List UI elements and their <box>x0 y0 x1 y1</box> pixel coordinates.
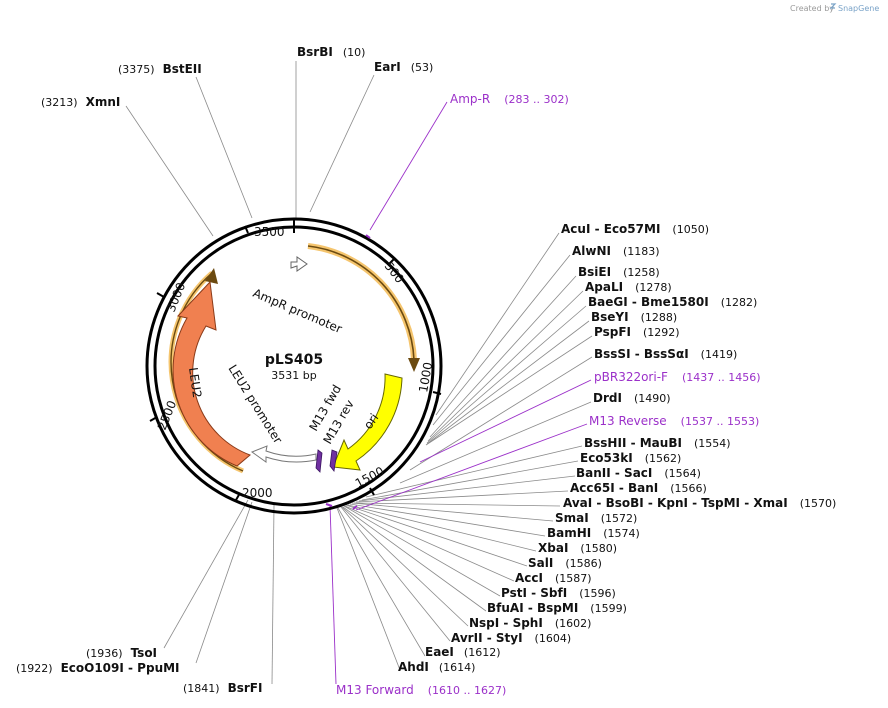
site-label-psti[interactable]: PstI - SbfI(1596) <box>501 586 616 600</box>
site-label-bsteii[interactable]: (3375)BstEII <box>118 62 202 76</box>
site-label-avai[interactable]: AvaI - BsoBI - KpnI - TspMI - XmaI(1570) <box>563 496 836 510</box>
site-label-xbai[interactable]: XbaI(1580) <box>538 541 617 555</box>
tick-label-3500: 3500 <box>254 225 285 239</box>
site-label-eco53ki[interactable]: Eco53kI(1562) <box>580 451 681 465</box>
m13-rev-marker <box>329 449 338 472</box>
site-label-bsssi[interactable]: BssSI - BssSαI(1419) <box>594 347 737 361</box>
site-label-tsoi[interactable]: (1936)TsoI <box>86 646 157 660</box>
plasmid-name: pLS405 <box>265 352 323 368</box>
feature-leader-lines <box>329 101 592 685</box>
tick-label-2000: 2000 <box>242 486 273 500</box>
feature-label-m13-forward[interactable]: M13 Forward(1610 .. 1627) <box>336 683 506 697</box>
site-label-bsrfi[interactable]: (1841)BsrFI <box>183 681 262 695</box>
site-label-bamhi[interactable]: BamHI(1574) <box>547 526 640 540</box>
snapgene-logo-icon <box>829 3 837 9</box>
site-label-eaei[interactable]: EaeI(1612) <box>425 645 500 659</box>
ampr-promoter-label: AmpR promoter <box>251 286 344 336</box>
feature-label-amp-r[interactable]: Amp-R(283 .. 302) <box>450 92 569 106</box>
site-label-acci[interactable]: AccI(1587) <box>515 571 592 585</box>
ampr-arc <box>307 243 420 372</box>
site-label-acc65i[interactable]: Acc65I - BanI(1566) <box>570 481 707 495</box>
m13-fwd-marker <box>315 449 323 473</box>
site-label-bseyi[interactable]: BseYI(1288) <box>591 310 677 324</box>
credit-prefix: Created by <box>790 4 834 13</box>
backbone-markers <box>325 234 371 510</box>
leu2-feature <box>172 280 251 467</box>
leu2-label: LEU2 <box>186 366 204 398</box>
site-label-bfuai[interactable]: BfuAI - BspMI(1599) <box>487 601 627 615</box>
site-label-ecoo109i[interactable]: (1922)EcoO109I - PpuMI <box>16 661 180 675</box>
site-label-bsrbi[interactable]: BsrBI(10) <box>297 45 365 59</box>
leader-lines <box>125 61 593 685</box>
site-label-banii[interactable]: BanII - SacI(1564) <box>576 466 701 480</box>
site-label-bsiei[interactable]: BsiEI(1258) <box>578 265 660 279</box>
tick-label-2500: 2500 <box>155 399 179 433</box>
ampr-promoter-arrow <box>290 256 308 272</box>
site-label-eari[interactable]: EarI(53) <box>374 60 433 74</box>
feature-label-m13-reverse[interactable]: M13 Reverse(1537 .. 1553) <box>589 414 759 428</box>
backbone-ticks <box>149 219 442 501</box>
site-label-ahdi[interactable]: AhdI(1614) <box>398 660 475 674</box>
plasmid-length: 3531 bp <box>271 369 316 382</box>
site-label-pspfi[interactable]: PspFI(1292) <box>594 325 680 339</box>
site-label-nspi[interactable]: NspI - SphI(1602) <box>469 616 591 630</box>
site-label-smai[interactable]: SmaI(1572) <box>555 511 637 525</box>
site-label-apali[interactable]: ApaLI(1278) <box>585 280 672 294</box>
site-label-baegi[interactable]: BaeGI - Bme1580I(1282) <box>588 295 757 309</box>
site-label-xmni[interactable]: (3213)XmnI <box>41 95 120 109</box>
site-label-alwni[interactable]: AlwNI(1183) <box>572 244 660 258</box>
ori-feature <box>332 373 403 471</box>
site-label-bsshii[interactable]: BssHII - MauBI(1554) <box>584 436 731 450</box>
site-label-acui[interactable]: AcuI - Eco57MI(1050) <box>561 222 709 236</box>
site-label-sali[interactable]: SalI(1586) <box>528 556 602 570</box>
leu2-promoter-arrow <box>250 445 317 463</box>
tick-label-1000: 1000 <box>416 361 435 394</box>
credit-brand: SnapGene <box>838 4 879 13</box>
site-label-avrii[interactable]: AvrII - StyI(1604) <box>451 631 571 645</box>
feature-label-pbr322ori-f[interactable]: pBR322ori-F(1437 .. 1456) <box>594 370 761 384</box>
site-label-drdi[interactable]: DrdI(1490) <box>593 391 671 405</box>
right-site-labels: AcuI - Eco57MI(1050) AlwNI(1183) BsiEI(1… <box>451 222 836 645</box>
